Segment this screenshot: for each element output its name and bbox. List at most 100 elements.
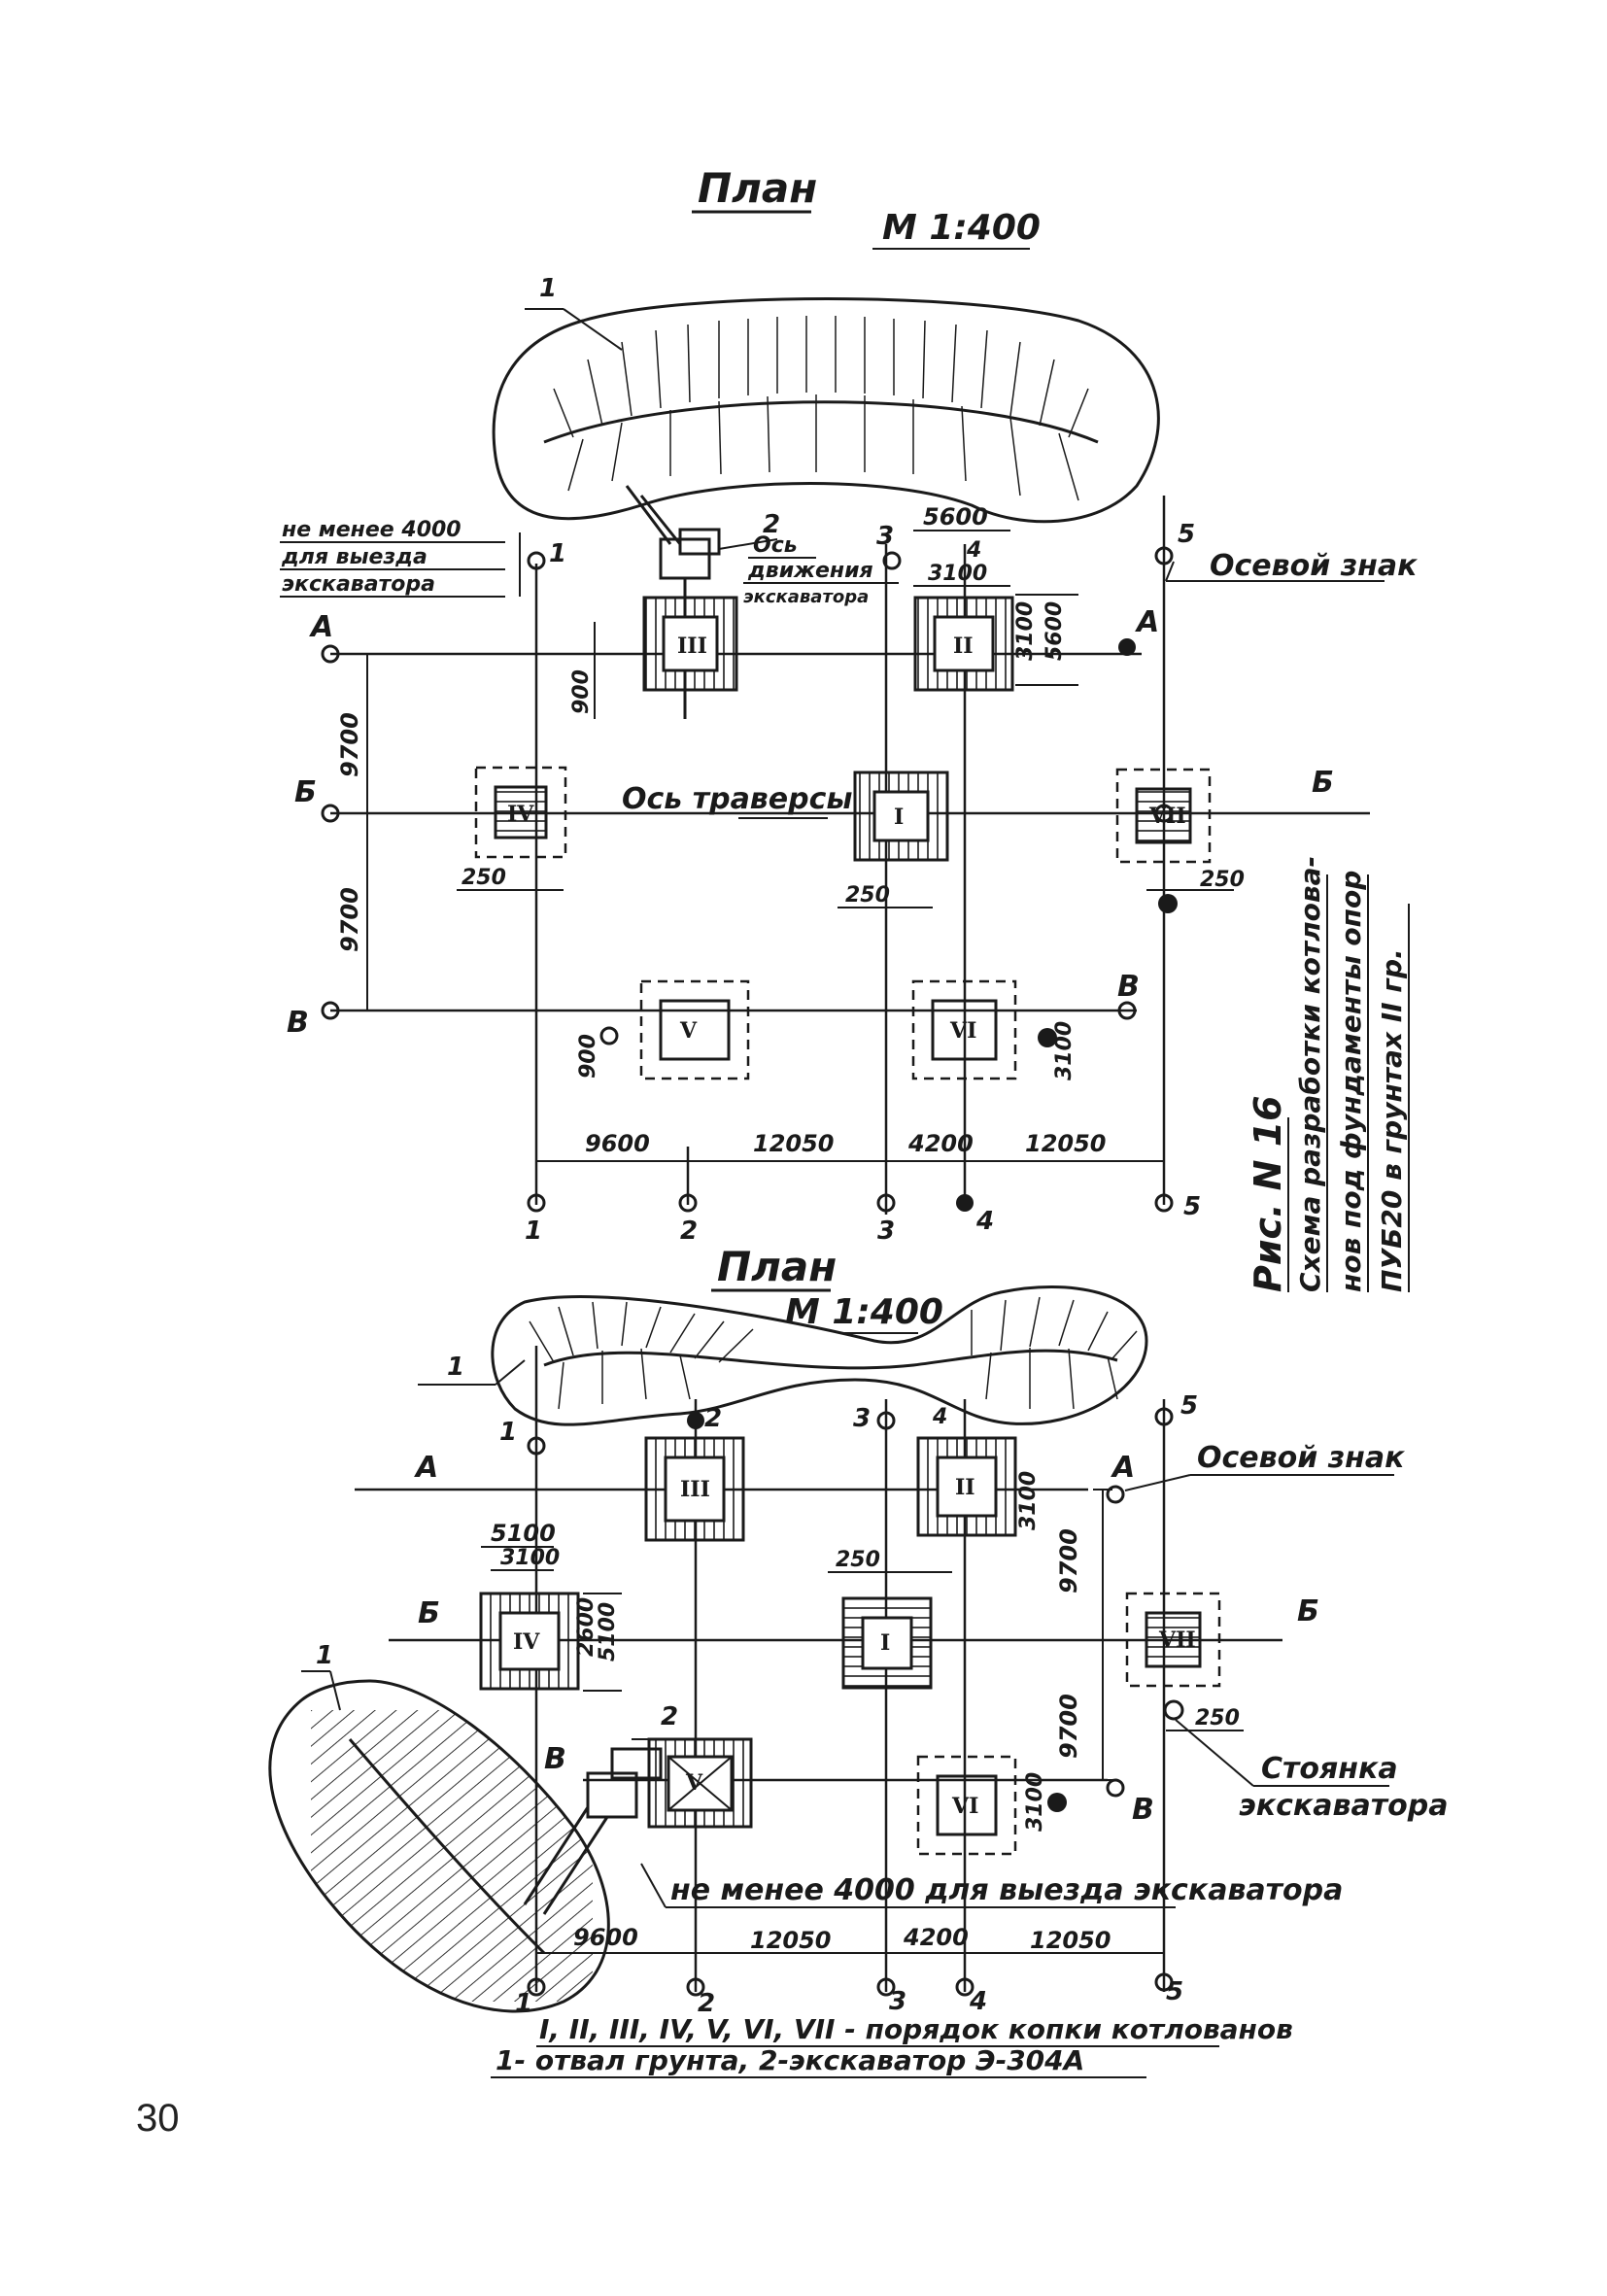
svg-text:ПУБ20 в грунтах II гр.: ПУБ20 в грунтах II гр. [1376, 948, 1408, 1292]
svg-text:250: 250 [1200, 868, 1245, 892]
spoil-top-label: 1 [539, 274, 557, 303]
svg-text:5600: 5600 [923, 503, 988, 531]
row-label-v-left-b: В [544, 1742, 566, 1776]
pit-v-bottom: V [647, 1737, 753, 1829]
pit-vii-bottom: VII [1125, 1592, 1221, 1688]
svg-text:5100: 5100 [596, 1602, 620, 1662]
top-plan: План М 1:400 1 [280, 164, 1418, 1246]
svg-text:3100: 3100 [1016, 1471, 1041, 1530]
col-label-1-bottom-b: 1 [515, 1989, 532, 2018]
svg-text:900: 900 [576, 1034, 600, 1079]
svg-text:4200: 4200 [907, 1130, 974, 1157]
col-label-4-bottom-b: 4 [969, 1987, 987, 2016]
svg-text:экскаватора: экскаватора [1239, 1789, 1448, 1823]
svg-text:Стоянка: Стоянка [1261, 1752, 1398, 1786]
pit-iv-bottom: IV [479, 1592, 580, 1691]
col-label-1-bottom: 1 [525, 1217, 542, 1246]
svg-text:экскаватора: экскаватора [282, 572, 435, 597]
svg-text:9700: 9700 [1055, 1694, 1082, 1759]
col-label-4-top: 4 [966, 538, 981, 563]
col-label-5-top: 5 [1178, 520, 1195, 549]
row-label-v-right: В [1117, 970, 1140, 1004]
svg-text:3100: 3100 [500, 1546, 560, 1570]
legend-keys: 1- отвал грунта, 2-экскаватор Э-304А [496, 2044, 1084, 2076]
pit-ii-bottom: II [916, 1436, 1017, 1537]
spoil-hatch-top [553, 316, 1089, 501]
bottom-plan-title: План [717, 1243, 837, 1290]
col-label-3-bottom-b: 3 [889, 1987, 906, 2016]
col-label-5-bottom: 5 [1183, 1192, 1201, 1221]
excavator-bottom-label: 2 [661, 1702, 678, 1731]
col-label-2-top-b: 2 [704, 1404, 722, 1433]
svg-text:I: I [894, 805, 904, 830]
svg-text:Схема разработки котлова-: Схема разработки котлова- [1294, 856, 1326, 1292]
svg-text:5600: 5600 [1043, 601, 1067, 661]
col-label-5-bottom-b: 5 [1166, 1977, 1183, 2006]
bottom-plan: План М 1:400 1 [268, 1243, 1448, 2018]
col-label-1-top: 1 [549, 539, 566, 568]
svg-text:3100: 3100 [1052, 1021, 1077, 1080]
col-label-4-bottom: 4 [975, 1207, 994, 1236]
svg-text:I: I [880, 1630, 890, 1656]
svg-text:9700: 9700 [1055, 1528, 1082, 1593]
svg-text:250: 250 [462, 866, 506, 890]
pit-v-top: V [639, 979, 750, 1080]
svg-text:VI: VI [949, 1018, 976, 1044]
row-label-b-right: Б [1312, 766, 1334, 800]
svg-text:5100: 5100 [491, 1520, 556, 1547]
pit-i-top: I [853, 771, 949, 862]
svg-text:250: 250 [1195, 1706, 1240, 1731]
svg-text:нов под фундаменты опор: нов под фундаменты опор [1335, 871, 1367, 1292]
pit-ii-top: II [913, 596, 1014, 692]
col-label-4-top-b: 4 [932, 1405, 947, 1429]
parking-label: Стоянка экскаватора [1175, 1719, 1448, 1823]
svg-text:II: II [955, 1475, 975, 1500]
pit-vi-top: VI [911, 979, 1017, 1080]
row-label-a-right-b: А [1111, 1451, 1135, 1485]
svg-text:250: 250 [845, 883, 890, 908]
top-plan-title: План [698, 164, 817, 212]
col-label-2: 2 [680, 1217, 698, 1246]
legend-order: I, II, III, IV, V, VI, VII - порядок коп… [539, 2013, 1293, 2045]
svg-text:Ось: Ось [753, 533, 798, 558]
row-label-v-right-b: В [1132, 1793, 1154, 1827]
svg-text:12050: 12050 [753, 1130, 835, 1157]
svg-text:III: III [677, 634, 707, 659]
svg-text:IV: IV [507, 802, 534, 827]
row-label-a-right: А [1135, 605, 1159, 639]
svg-text:V: V [685, 1770, 703, 1796]
svg-text:VII: VII [1158, 1628, 1196, 1653]
svg-text:VII: VII [1148, 804, 1186, 829]
svg-text:9600: 9600 [573, 1924, 638, 1951]
note-exit-top: не менее 4000 для выезда экскаватора [280, 518, 521, 598]
svg-text:VI: VI [951, 1794, 978, 1819]
pit-vi-bottom: VI [916, 1755, 1017, 1856]
col-label-3-bottom: 3 [877, 1217, 895, 1246]
svg-text:12050: 12050 [750, 1927, 832, 1954]
svg-text:3100: 3100 [1023, 1772, 1047, 1832]
spoil-hatch-bottom-top [529, 1296, 1138, 1410]
svg-text:3100: 3100 [928, 562, 987, 586]
excavator-axis-label: Ось движения экскаватора [743, 533, 899, 607]
axis-markers-bottom [527, 1407, 1184, 1997]
svg-text:9700: 9700 [336, 887, 363, 952]
svg-text:Рис. N 16: Рис. N 16 [1247, 1095, 1289, 1292]
svg-text:II: II [953, 634, 974, 659]
col-label-3-top-b: 3 [853, 1404, 871, 1433]
svg-text:движения: движения [747, 559, 873, 583]
page-number: 30 [136, 2097, 180, 2140]
svg-text:III: III [680, 1477, 710, 1502]
svg-text:экскаватора: экскаватора [743, 587, 869, 607]
excavator-top-label: 2 [763, 510, 780, 539]
pit-iv-top: IV [474, 766, 567, 859]
pit-i-bottom: I [841, 1596, 933, 1690]
note-exit-bottom: не менее 4000 для выезда экскаватора [670, 1873, 1343, 1907]
spoil-bottom-left-label: 1 [316, 1641, 333, 1670]
svg-text:для выезда: для выезда [281, 545, 427, 569]
spoil-heap-top [492, 297, 1160, 524]
pit-vii-top: VII [1115, 768, 1212, 864]
pit-iii-bottom: III [644, 1436, 745, 1542]
svg-text:не менее 4000: не менее 4000 [282, 518, 462, 542]
spoil-bottom-top-label: 1 [447, 1353, 464, 1382]
